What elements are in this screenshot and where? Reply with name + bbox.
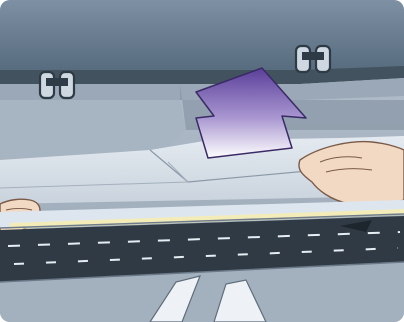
printer-illustration (0, 0, 404, 322)
